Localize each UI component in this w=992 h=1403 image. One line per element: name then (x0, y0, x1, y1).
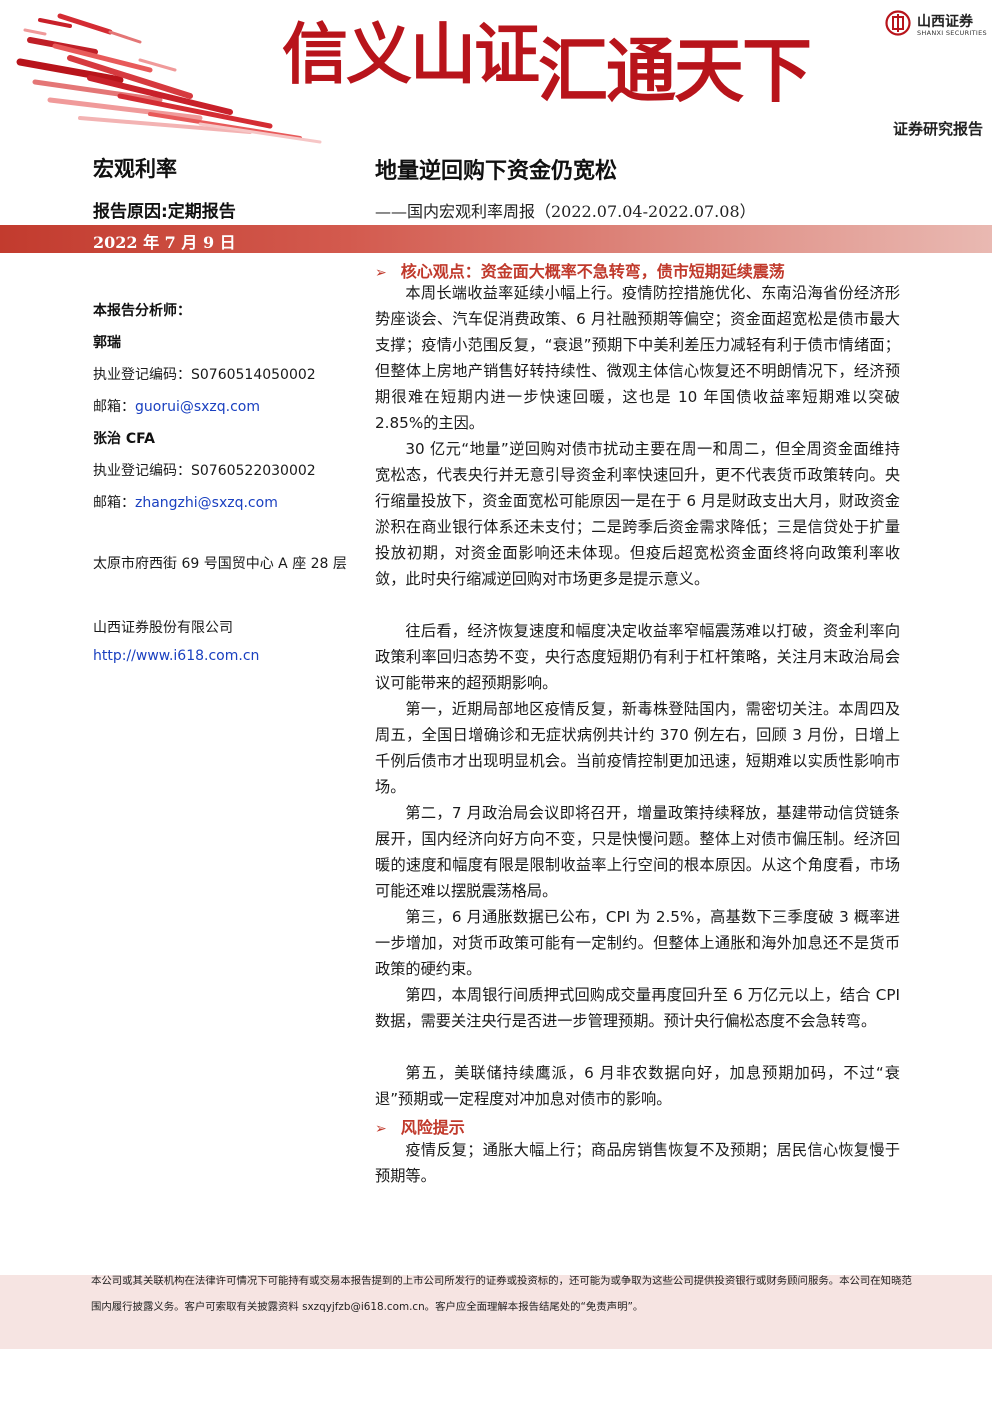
slogan-part1: 信义山证 (282, 15, 540, 93)
report-headline: 地量逆回购下资金仍宽松 (375, 159, 618, 184)
analyst-registration: 执业登记编码：S0760522030002 (93, 463, 316, 479)
core-view-heading: ➢ 核心观点：资金面大概率不急转弯，债市短期延续震荡 (375, 258, 785, 282)
paragraph: 第五，美联储持续鹰派，6 月非农数据向好，加息预期加码，不过“衰退”预期或一定程… (375, 1064, 900, 1108)
company-name: 山西证券股份有限公司 (93, 620, 233, 636)
risk-paragraph: 疫情反复；通胀大幅上行；商品房销售恢复不及预期；居民信心恢复慢于预期等。 (375, 1141, 900, 1185)
footer-band (0, 1275, 992, 1349)
company-website-link[interactable]: http://www.i618.com.cn (93, 648, 260, 664)
header-banner: 信义山证汇通天下 山西证券 SHANXI SECURITIES 证券研究报告 (0, 0, 992, 150)
arrow-bullet-icon: ➢ (375, 1121, 387, 1137)
analyst-registration: 执业登记编码：S0760514050002 (93, 367, 316, 383)
report-reason: 报告原因:定期报告 (93, 202, 236, 222)
report-category: 宏观利率 (93, 157, 177, 181)
analyst-name: 张治 CFA (93, 431, 155, 447)
paragraph: 30 亿元“地量”逆回购对债市扰动主要在周一和周二，但全周资金面维持宽松态，代表… (375, 440, 900, 588)
paragraph: 本周长端收益率延续小幅上行。疫情防控措施优化、东南沿海省份经济形势座谈会、汽车促… (375, 284, 900, 432)
analysts-label: 本报告分析师： (93, 303, 191, 319)
arrow-bullet-icon: ➢ (375, 265, 387, 281)
report-subtitle: ——国内宏观利率周报（2022.07.04-2022.07.08） (375, 202, 756, 221)
brand-logo: 山西证券 SHANXI SECURITIES (885, 10, 992, 40)
analyst-email-row: 邮箱：zhangzhi@sxzq.com (93, 492, 278, 512)
shanxi-securities-logo-icon (885, 10, 911, 36)
core-view-heading-text: 核心观点：资金面大概率不急转弯，债市短期延续震荡 (400, 262, 785, 281)
paragraph: 第三，6 月通胀数据已公布，CPI 为 2.5%，高基数下三季度破 3 概率进一… (375, 908, 900, 978)
date-bar (0, 225, 992, 253)
analyst-email-link[interactable]: zhangzhi@sxzq.com (135, 495, 278, 511)
brand-name: 山西证券 (917, 14, 973, 30)
paragraph: 第二，7 月政治局会议即将召开，增量政策持续释放，基建带动信贷链条展开，国内经济… (375, 804, 900, 900)
risk-heading: ➢ 风险提示 (375, 1114, 465, 1138)
analyst-email-link[interactable]: guorui@sxzq.com (135, 399, 261, 415)
brand-name-en: SHANXI SECURITIES (917, 29, 987, 37)
slogan: 信义山证汇通天下 (282, 18, 812, 106)
email-label: 邮箱： (93, 495, 135, 511)
email-label: 邮箱： (93, 399, 135, 415)
analyst-name: 郭瑞 (93, 335, 121, 351)
paragraph: 第一，近期局部地区疫情反复，新毒株登陆国内，需密切关注。本周四及周五，全国日增确… (375, 700, 900, 796)
paragraph: 第四，本周银行间质押式回购成交量再度回升至 6 万亿元以上，结合 CPI 数据，… (375, 986, 900, 1030)
decorative-streaks-icon (16, 13, 322, 144)
paragraph: 往后看，经济恢复速度和幅度决定收益率窄幅震荡难以打破，资金利率向政策利率回归态势… (375, 622, 900, 692)
report-date: 2022 年 7 月 9 日 (93, 233, 236, 252)
risk-heading-text: 风险提示 (400, 1118, 465, 1137)
report-type-label: 证券研究报告 (893, 120, 984, 138)
company-address: 太原市府西街 69 号国贸中心 A 座 28 层 (93, 556, 347, 572)
slogan-part2: 汇通天下 (538, 29, 812, 112)
footer-disclaimer: 本公司或其关联机构在法律许可情况下可能持有或交易本报告提到的上市公司所发行的证券… (91, 1275, 912, 1313)
analyst-email-row: 邮箱：guorui@sxzq.com (93, 396, 260, 416)
